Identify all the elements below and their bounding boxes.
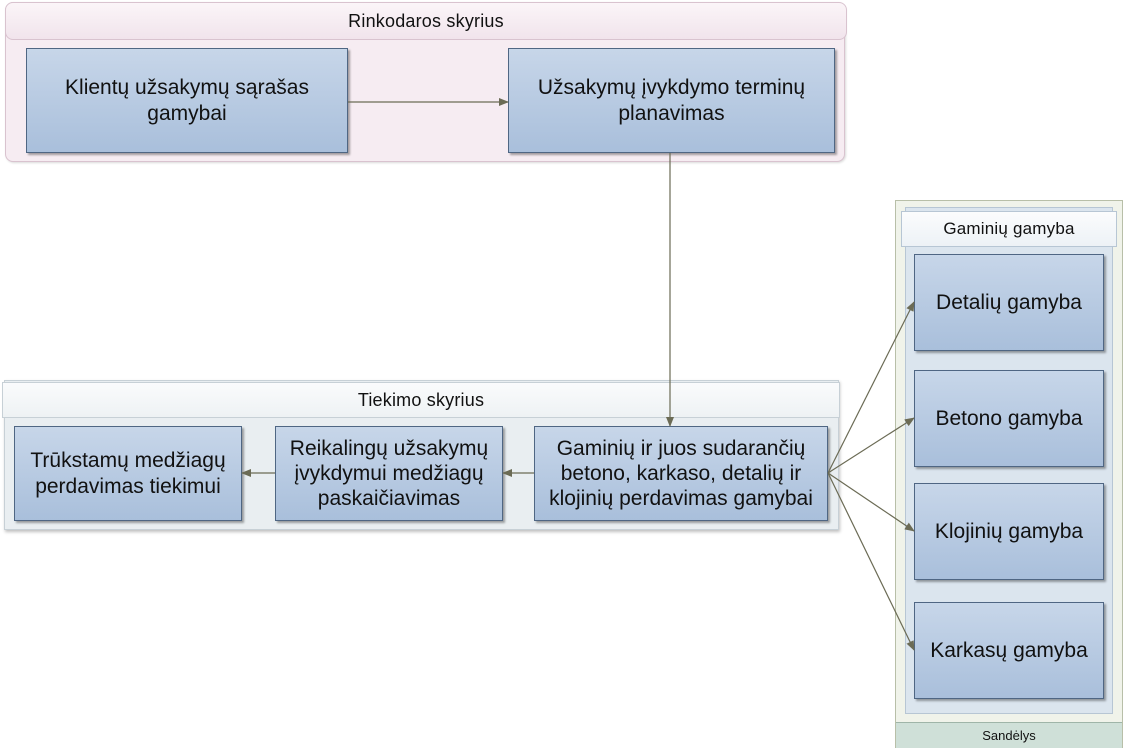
process-transfer-to-production: Gaminių ir juos sudarančių betono, karka…: [534, 426, 828, 521]
lane-title-warehouse: Sandėlys: [896, 722, 1122, 748]
process-formwork-production: Klojinių gamyba: [914, 483, 1104, 580]
process-parts-production: Detalių gamyba: [914, 254, 1104, 351]
process-order-planning: Užsakymų įvykdymo terminų planavimas: [508, 48, 835, 153]
lane-title-marketing: Rinkodaros skyrius: [5, 2, 847, 40]
process-client-orders: Klientų užsakymų sąrašas gamybai: [26, 48, 348, 153]
process-missing-materials: Trūkstamų medžiagų perdavimas tiekimui: [14, 426, 242, 521]
process-frames-production: Karkasų gamyba: [914, 602, 1104, 699]
process-materials-calculation: Reikalingų užsakymų įvykdymui medžiagų p…: [275, 426, 503, 521]
lane-title-supply: Tiekimo skyrius: [2, 382, 840, 418]
process-concrete-production: Betono gamyba: [914, 370, 1104, 467]
lane-title-manufacturing: Gaminių gamyba: [901, 211, 1117, 247]
